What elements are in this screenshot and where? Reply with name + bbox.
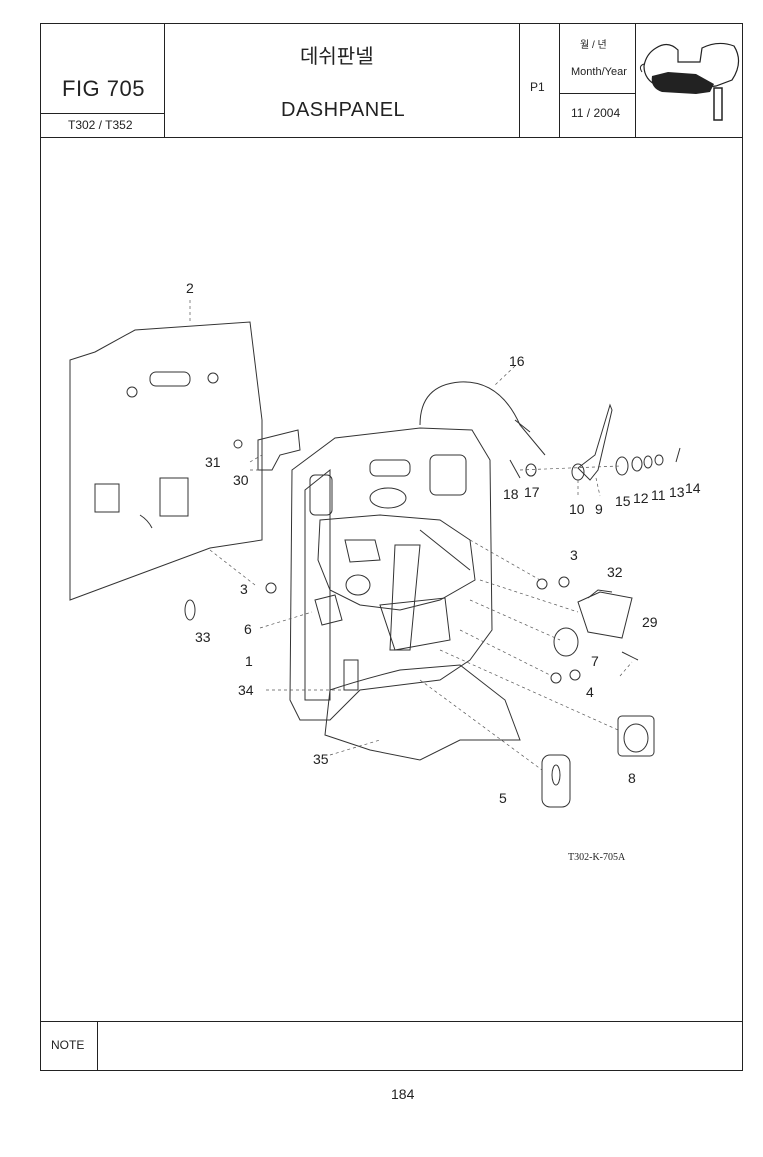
callout-18: 18 [503,486,519,502]
month-year-label: Month/Year [571,66,627,78]
page-code: P1 [530,80,545,94]
title-english: DASHPANEL [281,99,406,121]
callout-16: 16 [509,353,525,369]
callout-6: 6 [244,621,252,637]
callout-29: 29 [642,614,658,630]
month-year-korean: 월 / 년 [580,40,607,51]
title-korean: 데쉬판넬 [300,46,374,68]
header-divider [559,93,635,94]
cover-plate [541,754,571,808]
callout-3: 3 [240,581,248,597]
header-divider [519,23,520,138]
callout-5: 5 [499,790,507,806]
throttle-cable [419,381,546,456]
model-codes: T302 / T352 [68,118,133,132]
tractor-location-icon [639,42,740,121]
callout-14: 14 [685,480,701,496]
callout-12: 12 [633,490,649,506]
callout-34: 34 [238,682,254,698]
revision-date: 11 / 2004 [571,106,621,120]
header-divider [164,23,165,138]
control-module [577,591,633,639]
header-divider [635,23,636,138]
callout-13: 13 [669,484,685,500]
header-divider [559,23,560,138]
callout-11: 11 [651,487,666,503]
header-divider [40,113,164,114]
note-label: NOTE [51,1038,85,1052]
callout-32: 32 [607,564,623,580]
callout-8: 8 [628,770,636,786]
note-box [40,1021,743,1071]
callout-1: 1 [245,653,253,669]
callout-9: 9 [595,501,603,517]
grommet [617,715,655,757]
main-frame [289,427,493,721]
figure-number: FIG 705 [62,76,145,101]
callout-33: 33 [195,629,211,645]
callout-10: 10 [569,501,585,517]
callout-7: 7 [591,653,599,669]
callout-4: 4 [586,684,594,700]
callout-2: 2 [186,280,194,296]
callout-35: 35 [313,751,329,767]
header-block [40,23,743,138]
page-number: 184 [391,1086,415,1102]
drawing-code: T302-K-705A [568,852,626,863]
callout-31: 31 [205,454,221,470]
callout-3: 3 [570,547,578,563]
callout-30: 30 [233,472,249,488]
callout-15: 15 [615,493,631,509]
dash-panel-cover [69,321,263,601]
callout-17: 17 [524,484,540,500]
note-divider [97,1021,98,1071]
